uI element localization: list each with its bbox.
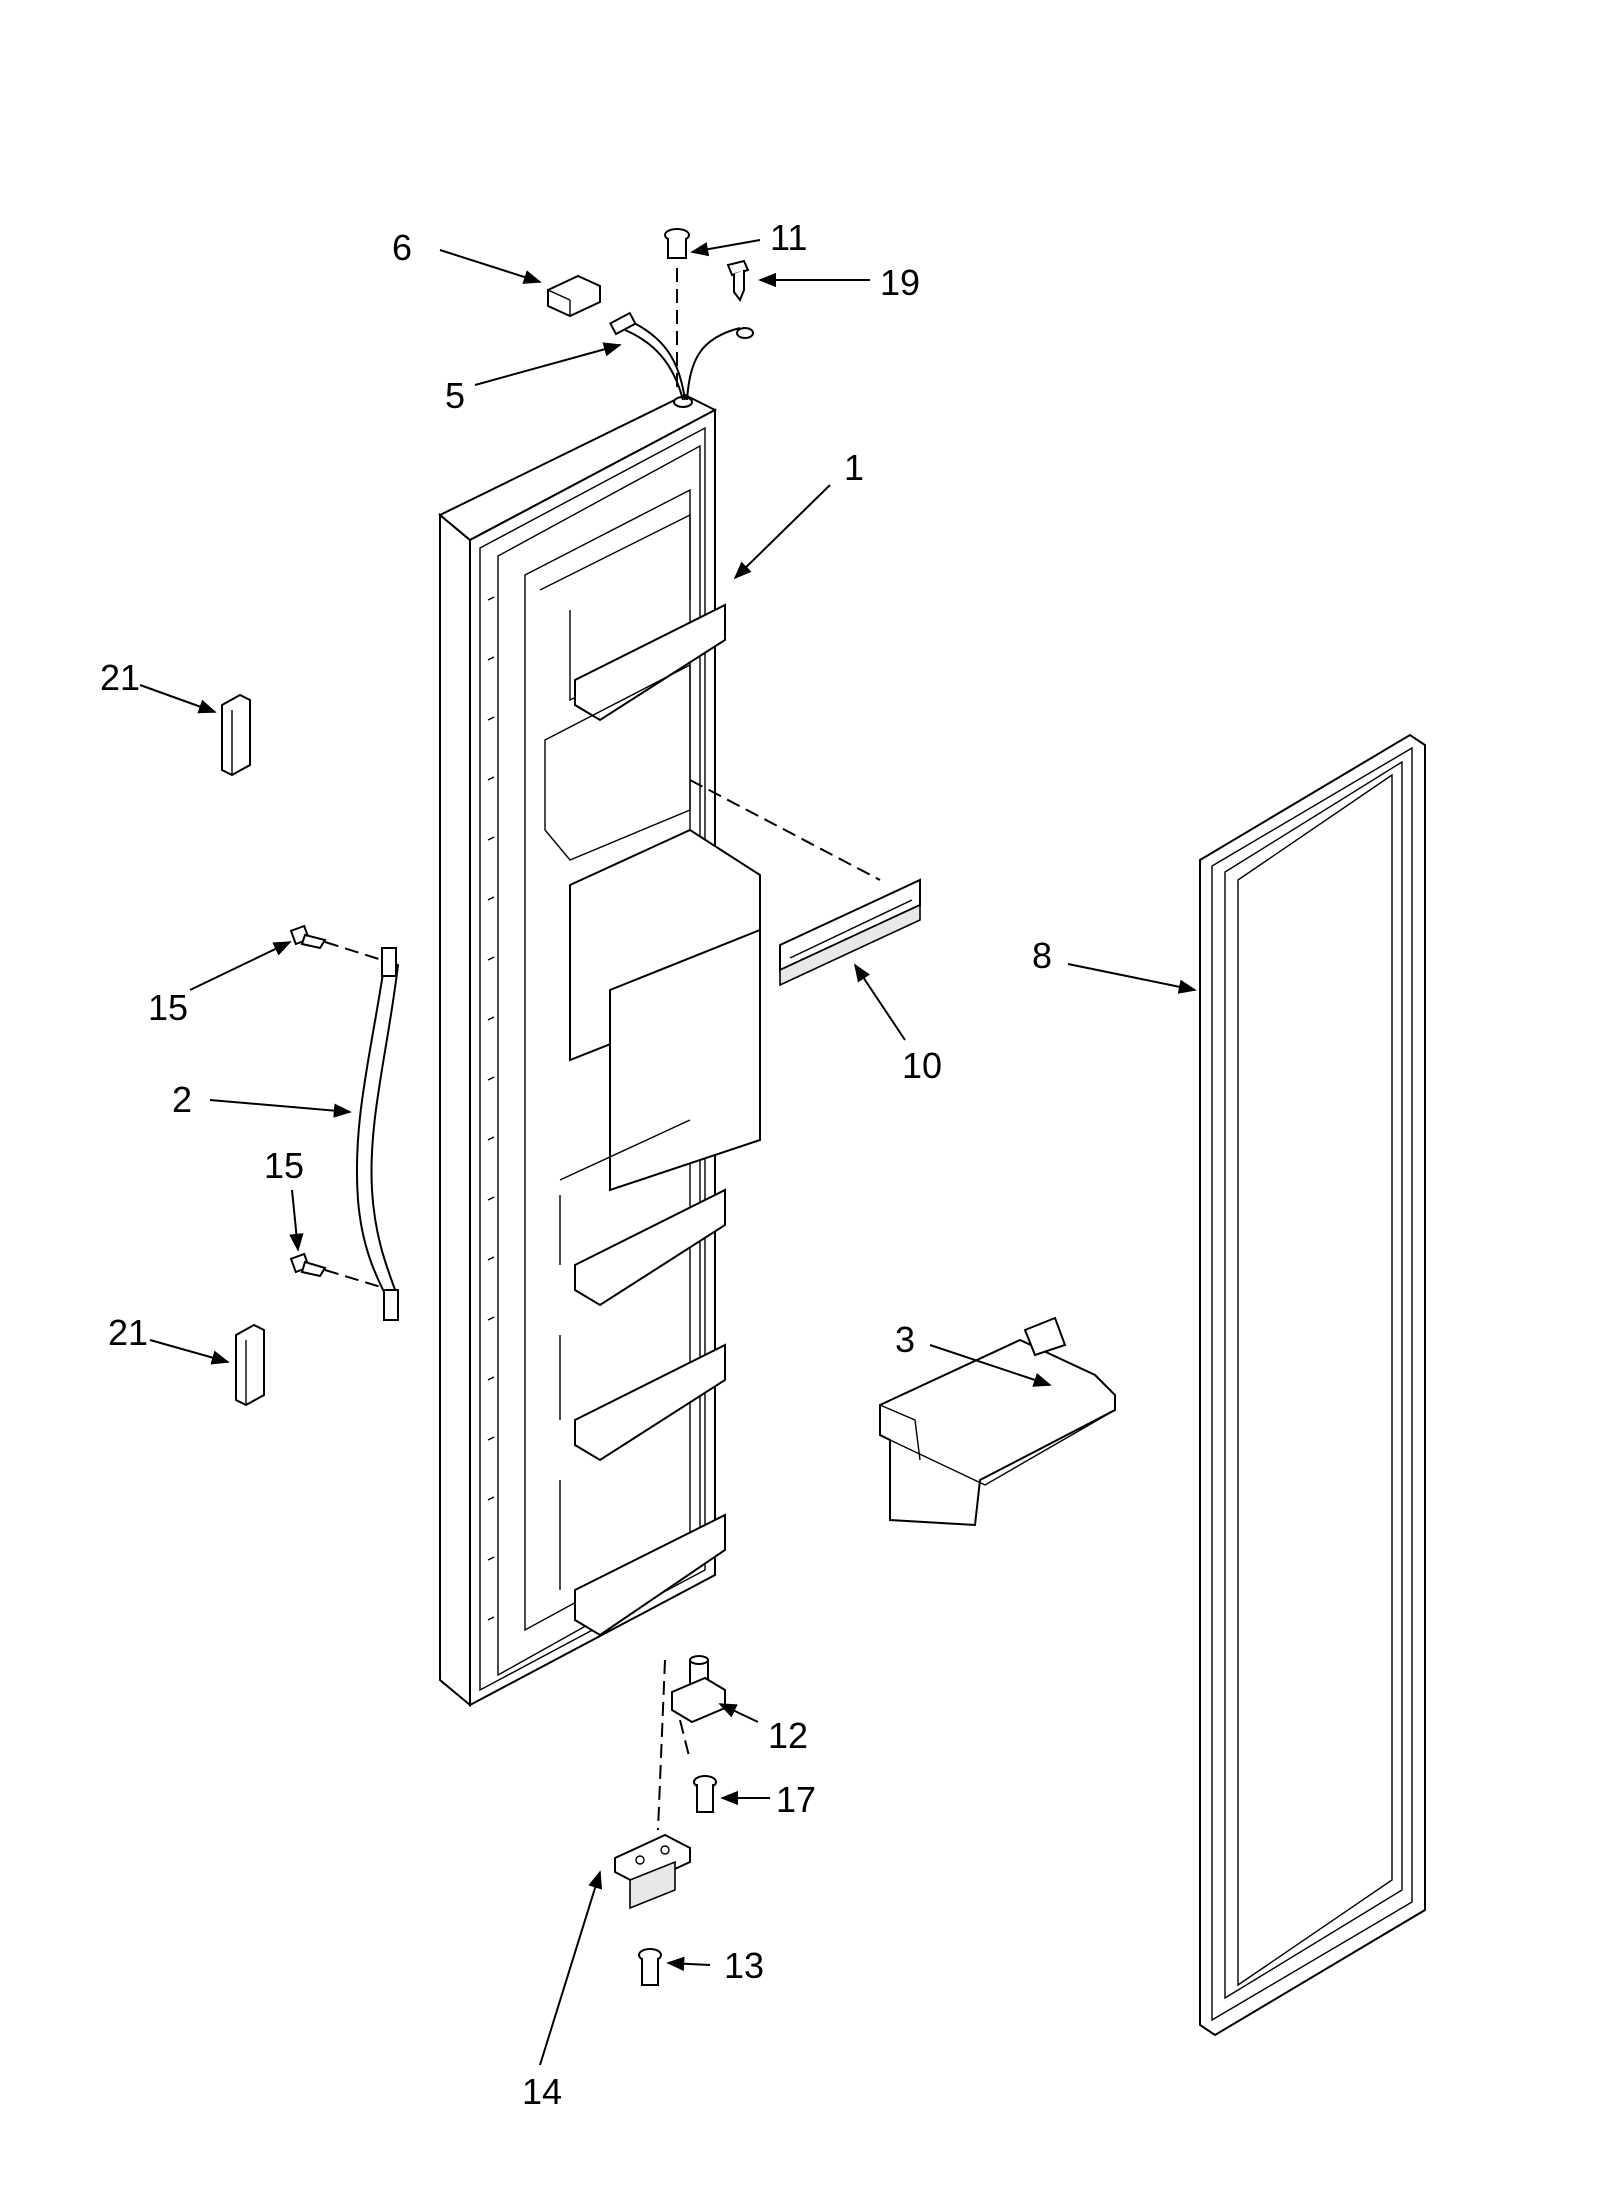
callout-3: 3: [895, 1319, 915, 1360]
door-gasket: [1199, 733, 1426, 2037]
callout-10: 10: [902, 1045, 942, 1086]
hinge-screw-upper: [693, 1775, 717, 1813]
callout-14: 14: [522, 2071, 562, 2112]
callout-13: 13: [724, 1945, 764, 1986]
gasket-ticks: [487, 596, 495, 1621]
door-handle: [355, 947, 400, 1321]
callout-12: 12: [768, 1715, 808, 1756]
handle-screw-bottom: [289, 1252, 327, 1278]
callout-19: 19: [880, 262, 920, 303]
cover-strip: [779, 878, 921, 987]
callout-21-top: 21: [100, 657, 140, 698]
callout-2: 2: [172, 1079, 192, 1120]
wire-harness: [609, 311, 754, 401]
hinge-pin-bushing: [671, 1655, 726, 1724]
callout-15-top: 15: [148, 987, 188, 1028]
freezer-door: [438, 393, 761, 1708]
callout-11: 11: [770, 217, 807, 258]
hinge-screw-lower: [638, 1948, 662, 1986]
callout-8: 8: [1032, 935, 1052, 976]
callout-17: 17: [776, 1779, 816, 1820]
callout-15-bottom: 15: [264, 1145, 304, 1186]
callout-1: 1: [844, 447, 864, 488]
connector-housing: [547, 274, 601, 318]
hole-plug: [664, 228, 690, 259]
callout-5: 5: [445, 375, 465, 416]
ground-screw: [726, 259, 750, 303]
door-bin: [879, 1316, 1116, 1527]
lower-hinge-bracket: [614, 1833, 691, 1910]
callout-21-bottom: 21: [108, 1312, 148, 1353]
leader-lines: [139, 239, 1197, 2066]
handle-screw-top: [289, 924, 327, 950]
callout-labels: 6 11 19 5 1 21 15 2 15 21 10 8 3 12 17 1…: [100, 217, 1052, 2112]
trim-cap-bottom: [235, 1323, 265, 1407]
trim-cap-top: [221, 693, 251, 777]
callout-6: 6: [392, 227, 412, 268]
